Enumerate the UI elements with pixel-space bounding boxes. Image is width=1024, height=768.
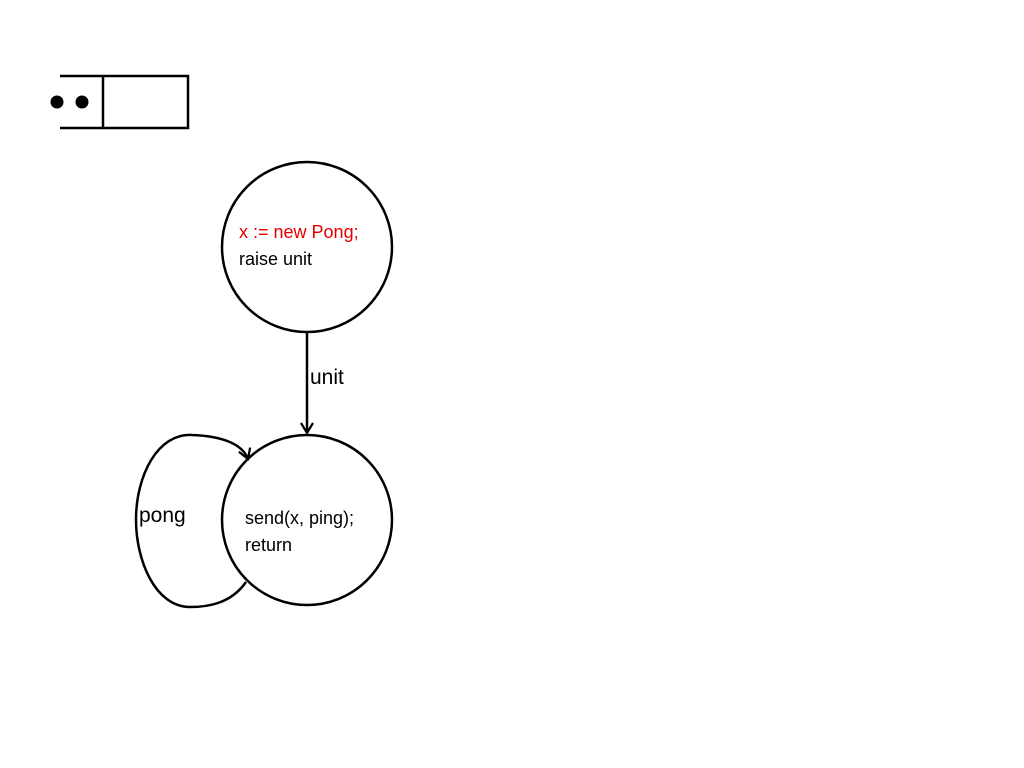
state-loop-line-1: send(x, ping); xyxy=(245,508,355,528)
state-loop-label: send(x, ping); return xyxy=(245,505,354,559)
queue-marker xyxy=(50,95,64,109)
queue-marker xyxy=(75,95,89,109)
self-loop-arrow-pong xyxy=(134,433,252,609)
queue-outline xyxy=(60,74,190,130)
state-loop-line-2: return xyxy=(245,535,293,555)
state-start-line-2: raise unit xyxy=(239,249,313,269)
state-start-line-1: x := new Pong; xyxy=(239,222,359,242)
self-loop-label-pong: pong xyxy=(139,504,186,527)
transition-label-unit: unit xyxy=(310,366,344,389)
message-queue xyxy=(50,74,190,130)
state-loop-node xyxy=(220,433,394,607)
state-start-label: x := new Pong; raise unit xyxy=(239,219,359,273)
